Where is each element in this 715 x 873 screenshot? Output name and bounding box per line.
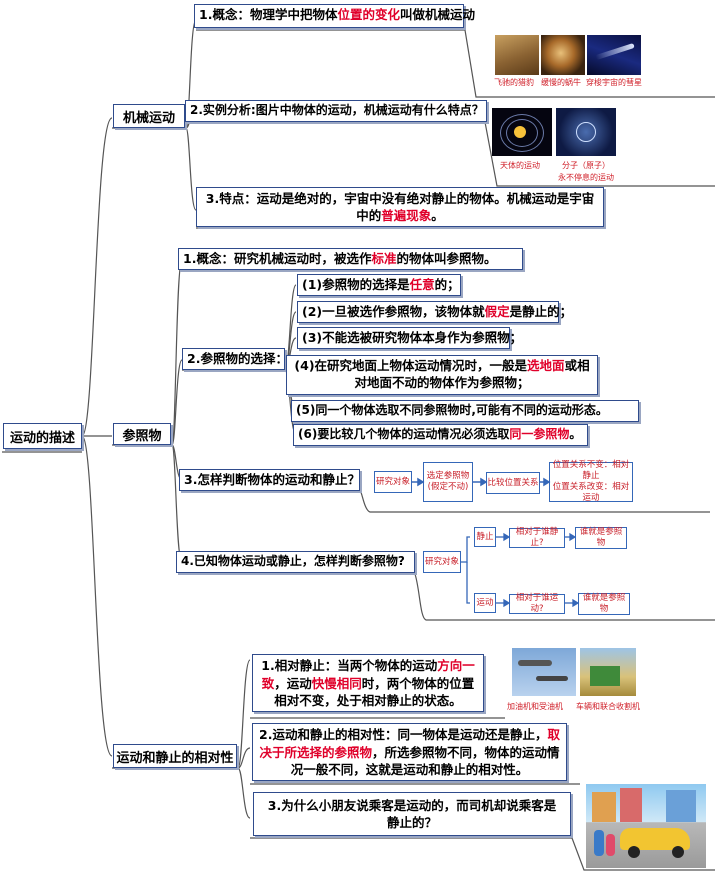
rel-passenger-question: 3.为什么小朋友说乘客是运动的，而司机却说乘客是静止的？: [253, 792, 571, 836]
car-scene-image: [586, 784, 706, 868]
comet-image: [587, 35, 641, 75]
mech-feature: 3.特点：运动是绝对的，宇宙中没有绝对静止的物体。机械运动是宇宙中的普遍现象。: [196, 187, 604, 227]
rule-5: (5)同一个物体选取不同参照物时,可能有不同的运动形态。: [291, 400, 639, 422]
caption-comet: 穿梭宇宙的彗星: [586, 78, 642, 87]
rule-3: (3)不能选被研究物体本身作为参照物；: [297, 327, 522, 349]
rule-1: (1)参照物的选择是任意的；: [297, 274, 461, 296]
flow2-move-question: 相对于谁运动?: [509, 593, 565, 614]
caption-molecule-1: 分子（原子）: [562, 161, 610, 170]
caption-harvester: 车辆和联合收割机: [576, 702, 640, 711]
solar-system-image: [492, 108, 552, 156]
flow2-move: 运动: [474, 593, 496, 613]
flow2-move-answer: 谁就是参照物: [578, 593, 630, 615]
rule-4: (4)在研究地面上物体运动情况时，一般是选地面或相对地面不动的物体作为参照物；: [286, 355, 598, 395]
branch-mechanical-motion: 机械运动: [113, 104, 185, 128]
rule-6: (6)要比较几个物体的运动情况必须选取同一参照物。: [293, 424, 588, 446]
ref-concept: 1.概念：研究机械运动时，被选作标准的物体叫参照物。: [178, 248, 523, 270]
flow1-compare: 比较位置关系: [486, 472, 540, 494]
rel-relative-still: 1.相对静止：当两个物体的运动方向一致，运动快慢相同时，两个物体的位置相对不变，…: [252, 654, 484, 712]
caption-molecule-2: 永不停息的运动: [558, 173, 614, 182]
branch-relativity: 运动和静止的相对性: [113, 744, 237, 768]
caption-planes: 加油机和受油机: [507, 702, 563, 711]
harvester-image: [580, 648, 636, 696]
mech-example-question: 2.实例分析:图片中物体的运动，机械运动有什么特点？: [185, 100, 487, 122]
mech-concept: 1.概念：物理学中把物体位置的变化叫做机械运动: [194, 4, 475, 28]
flow2-still-question: 相对于谁静止?: [509, 527, 565, 548]
molecule-image: [556, 108, 616, 156]
ref-find-question: 4.已知物体运动或静止，怎样判断参照物?: [176, 551, 415, 573]
rel-relativity: 2.运动和静止的相对性：同一物体是运动还是静止，取决于所选择的参照物，所选参照物…: [252, 723, 567, 781]
caption-celestial: 天体的运动: [500, 161, 540, 170]
flow2-still: 静止: [474, 527, 496, 547]
flow2-still-answer: 谁就是参照物: [575, 527, 627, 549]
root-node: 运动的描述: [3, 423, 82, 449]
ref-selection: 2.参照物的选择：: [182, 348, 288, 370]
cheetah-image: [495, 35, 539, 75]
planes-image: [512, 648, 576, 696]
ref-judge-question: 3.怎样判断物体的运动和静止？: [179, 469, 360, 491]
caption-cheetah: 飞驰的猎豹: [494, 78, 534, 87]
caption-snail: 缓慢的蜗牛: [541, 78, 581, 87]
snail-image: [541, 35, 585, 75]
flow2-object: 研究对象: [423, 551, 461, 573]
flow1-object: 研究对象: [374, 471, 412, 493]
flow1-result: 位置关系不变：相对静止位置关系改变：相对运动: [549, 460, 633, 503]
rule-2: (2)一旦被选作参照物，该物体就假定是静止的；: [297, 301, 572, 323]
branch-reference: 参照物: [113, 423, 171, 445]
